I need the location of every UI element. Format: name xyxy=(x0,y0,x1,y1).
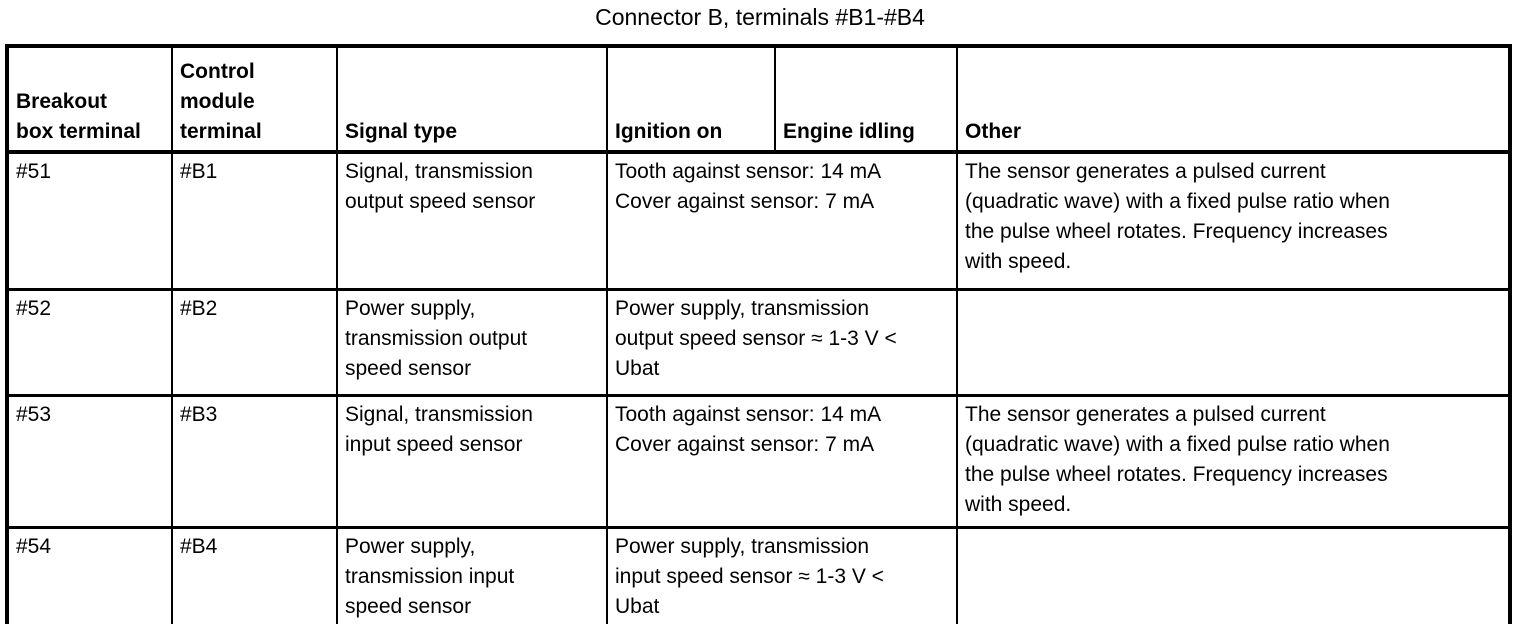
cell-other xyxy=(956,526,1511,624)
cell-measurement: Power supply, transmission input speed s… xyxy=(606,526,958,624)
page-title: Connector B, terminals #B1-#B4 xyxy=(595,4,925,30)
table-row-b1: #51 #B1 Signal, transmission output spee… xyxy=(6,150,1511,290)
cell-measurement: Tooth against sensor: 14 mA Cover agains… xyxy=(606,150,958,290)
cell-other: The sensor generates a pulsed current (q… xyxy=(956,150,1511,290)
cell-signal-type: Signal, transmission input speed sensor xyxy=(336,394,608,528)
cell-module-terminal: #B3 xyxy=(171,394,338,528)
col-header-other: Other xyxy=(956,46,1511,154)
table-row-b2: #52 #B2 Power supply, transmission outpu… xyxy=(6,288,1511,396)
cell-breakout-terminal: #53 xyxy=(6,394,173,528)
cell-breakout-terminal: #52 xyxy=(6,288,173,396)
cell-measurement: Power supply, transmission output speed … xyxy=(606,288,958,396)
table-row-b4: #54 #B4 Power supply, transmission input… xyxy=(6,526,1511,624)
cell-breakout-terminal: #54 xyxy=(6,526,173,624)
col-header-signal-type: Signal type xyxy=(336,46,608,154)
cell-measurement: Tooth against sensor: 14 mA Cover agains… xyxy=(606,394,958,528)
col-header-ignition-on: Ignition on xyxy=(606,46,776,154)
header-row: Breakout box terminal Control module ter… xyxy=(6,46,1511,154)
cell-signal-type: Power supply, transmission input speed s… xyxy=(336,526,608,624)
col-header-breakout-box-terminal: Breakout box terminal xyxy=(6,46,173,154)
cell-breakout-terminal: #51 xyxy=(6,150,173,290)
col-header-engine-idling: Engine idling xyxy=(774,46,958,154)
cell-signal-type: Power supply, transmission output speed … xyxy=(336,288,608,396)
cell-signal-type: Signal, transmission output speed sensor xyxy=(336,150,608,290)
table-row-b3: #53 #B3 Signal, transmission input speed… xyxy=(6,394,1511,528)
cell-module-terminal: #B1 xyxy=(171,150,338,290)
col-header-control-module-terminal: Control module terminal xyxy=(171,46,338,154)
cell-module-terminal: #B4 xyxy=(171,526,338,624)
cell-module-terminal: #B2 xyxy=(171,288,338,396)
cell-other xyxy=(956,288,1511,396)
connector-b-terminals-table: Breakout box terminal Control module ter… xyxy=(5,44,1512,624)
cell-other: The sensor generates a pulsed current (q… xyxy=(956,394,1511,528)
